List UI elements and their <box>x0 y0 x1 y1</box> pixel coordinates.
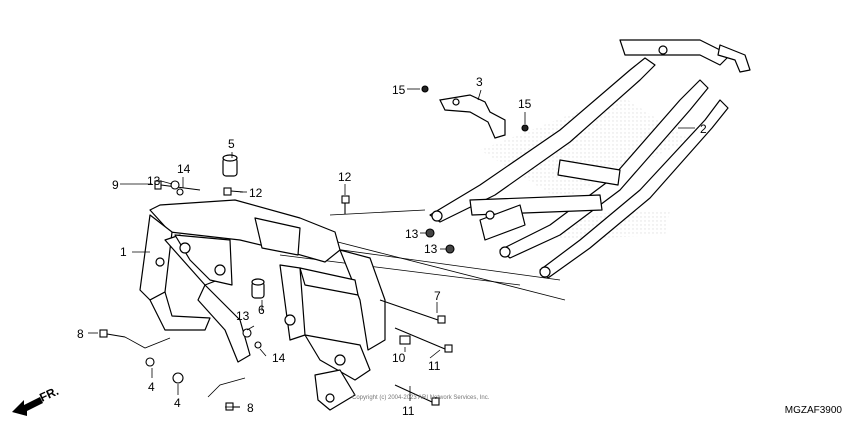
callout-4b: 4 <box>174 396 181 410</box>
callout-8b: 8 <box>247 401 254 415</box>
bolt-11a <box>394 327 453 353</box>
bolt-12a <box>223 187 244 196</box>
collar-part-6 <box>251 278 265 299</box>
bracket-part-3 <box>439 94 506 139</box>
callout-11a: 11 <box>428 359 441 373</box>
copyright-notice: Copyright (c) 2004-2023 ARI Network Serv… <box>352 395 490 401</box>
callout-1: 1 <box>120 245 127 259</box>
callout-5: 5 <box>228 137 235 151</box>
bolt-11b <box>394 384 440 406</box>
bolt-12b <box>341 195 350 214</box>
callout-8a: 8 <box>77 327 84 341</box>
callout-15b: 15 <box>518 97 532 111</box>
bolts <box>99 180 453 411</box>
callout-9: 9 <box>112 178 119 192</box>
nut-13b <box>425 228 435 238</box>
callout-12b: 12 <box>338 170 352 184</box>
nut-15a <box>421 85 429 93</box>
bolt-7 <box>379 299 446 324</box>
nut-14b <box>254 341 262 349</box>
callout-labels: 1 2 3 4 4 5 6 7 8 8 9 10 11 11 12 12 13 … <box>77 75 707 418</box>
front-direction-arrow: FR. <box>12 384 61 416</box>
nut-13c <box>445 244 455 254</box>
callout-13d: 13 <box>236 309 250 323</box>
callout-2: 2 <box>700 122 707 136</box>
callout-12a: 12 <box>249 186 263 200</box>
nut-14a <box>176 188 184 196</box>
diagram-code: MGZAF3900 <box>784 405 842 416</box>
collar-part-5 <box>222 154 238 177</box>
rear-frame <box>429 39 751 279</box>
bolt-8b <box>225 402 240 411</box>
callout-7: 7 <box>434 289 441 303</box>
nut-4b <box>172 372 184 384</box>
callout-13a: 13 <box>147 174 161 188</box>
bolt-8a <box>99 329 126 338</box>
callout-14a: 14 <box>177 162 191 176</box>
callout-13b: 13 <box>405 227 419 241</box>
callout-10: 10 <box>392 351 406 365</box>
callout-6: 6 <box>258 303 265 317</box>
callout-14b: 14 <box>272 351 286 365</box>
bolt-10 <box>399 335 411 345</box>
nut-13a <box>170 180 180 190</box>
callout-4a: 4 <box>148 380 155 394</box>
nut-13d <box>242 328 252 338</box>
nut-4a <box>145 357 155 367</box>
callout-15a: 15 <box>392 83 406 97</box>
callout-11b: 11 <box>402 404 415 418</box>
callout-leaders <box>88 88 695 408</box>
main-frame <box>139 199 386 411</box>
nut-15b <box>521 124 529 132</box>
bolt-9 <box>154 180 201 191</box>
callout-3: 3 <box>476 75 483 89</box>
svg-text:FR.: FR. <box>37 384 60 405</box>
callout-13c: 13 <box>424 242 438 256</box>
